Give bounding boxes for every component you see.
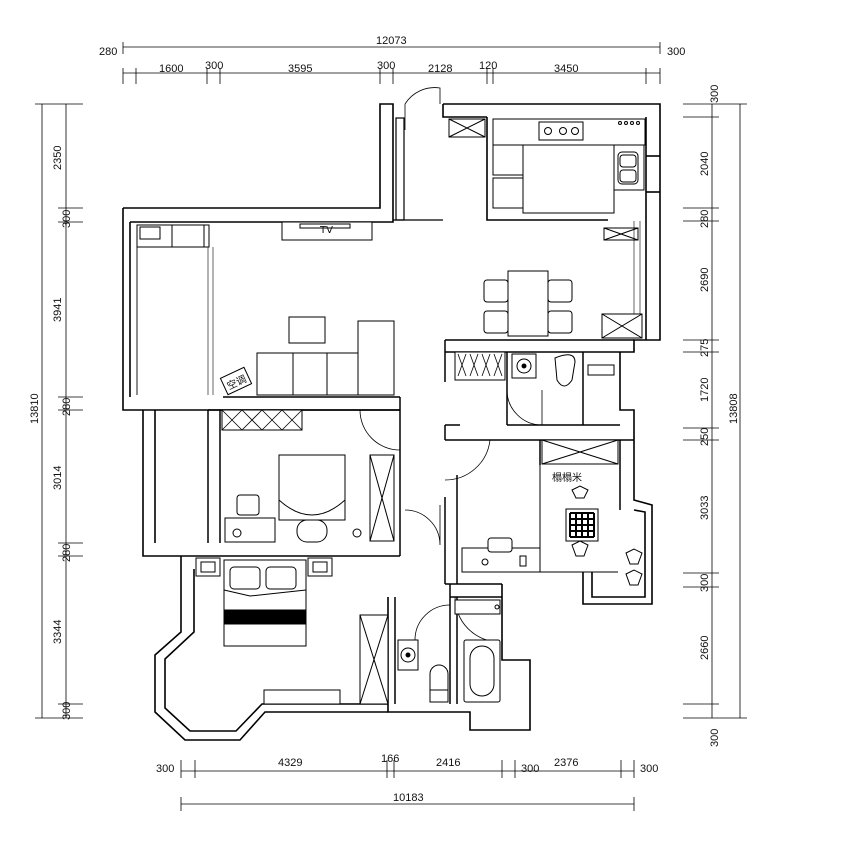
master-bedroom (195, 557, 389, 705)
top-seg-dim: 3450 (554, 63, 578, 75)
sofa (256, 352, 361, 396)
chair-icon (547, 310, 573, 334)
bottom-seg-dim: 300 (640, 763, 658, 775)
entrance-door-icon (404, 87, 441, 105)
left-total-dim: 13810 (29, 393, 41, 424)
bottom-seg-dim: 2376 (554, 757, 578, 769)
right-seg-dim: 2660 (699, 636, 711, 660)
right-seg-dim: 280 (699, 210, 711, 228)
top-total-right-dim: 300 (667, 46, 685, 58)
chair-icon (487, 537, 513, 553)
top-total-dim: 12073 (376, 35, 407, 47)
top-dimension-lines (122, 42, 661, 84)
ac-unit (171, 224, 205, 248)
top-total-left-dim: 280 (99, 46, 117, 58)
top-seg-dim: 300 (377, 60, 395, 72)
tatami-door-icon (444, 439, 491, 481)
left-seg-dim: 3014 (52, 466, 64, 490)
right-seg-dim: 275 (699, 339, 711, 357)
right-seg-dim: 2690 (699, 268, 711, 292)
chair-icon (236, 494, 260, 516)
left-seg-dim: 280 (61, 398, 73, 416)
tatami-room: 榻榻米 (461, 439, 643, 586)
bottom-seg-dim: 300 (521, 763, 539, 775)
bedroom-door-icon (359, 409, 401, 451)
top-seg-dim: 300 (205, 60, 223, 72)
right-seg-dim: 1720 (699, 378, 711, 402)
bottom-dimension-lines (180, 760, 635, 811)
right-seg-dim: 300 (709, 729, 721, 747)
left-seg-dim: 2350 (52, 146, 64, 170)
bathroom-south (397, 599, 501, 703)
chair-icon (547, 279, 573, 303)
cushion-icon (625, 548, 643, 565)
cushion-icon (625, 569, 643, 586)
left-bedroom (219, 409, 395, 543)
tatami-label: 榻榻米 (552, 471, 582, 484)
pillow-icon (265, 566, 297, 590)
hall-door-icon (404, 505, 441, 546)
coffee-table (288, 316, 326, 344)
left-seg-dim: 300 (61, 702, 73, 720)
top-seg-dim: 1600 (159, 63, 183, 75)
bottom-seg-dim: 300 (156, 763, 174, 775)
dining-table (507, 270, 549, 337)
bathroom-north (454, 351, 615, 387)
bed (278, 454, 346, 521)
top-seg-dim: 2128 (428, 63, 452, 75)
ac-icon (219, 366, 253, 396)
right-seg-dim: 300 (709, 85, 721, 103)
tv-label: TV (319, 225, 333, 236)
bottom-total-dim: 10183 (393, 792, 424, 804)
left-dimension-lines (35, 103, 83, 719)
entrance-column (393, 117, 443, 221)
go-board-grid (569, 512, 595, 538)
cushion-icon (571, 540, 589, 557)
chair-icon (483, 310, 509, 334)
right-seg-dim: 250 (699, 428, 711, 446)
bottom-seg-dim: 2416 (436, 757, 460, 769)
left-seg-dim: 280 (61, 544, 73, 562)
toilet-icon (554, 354, 576, 387)
desk (224, 517, 276, 543)
cushion-icon (571, 485, 589, 499)
balcony-west (129, 225, 138, 395)
left-seg-dim: 300 (61, 210, 73, 228)
right-seg-dim: 3033 (699, 496, 711, 520)
left-seg-dim: 3941 (52, 298, 64, 322)
right-dimension-lines (683, 103, 747, 719)
top-seg-dim: 3595 (288, 63, 312, 75)
living-room: TV 空调 (136, 221, 395, 396)
bottom-seg-dim: 166 (381, 753, 399, 765)
bathroom-door-icon (506, 389, 543, 426)
right-seg-dim: 2040 (699, 152, 711, 176)
chair-icon (483, 279, 509, 303)
pillow-icon (229, 566, 261, 590)
kitchen (448, 118, 646, 241)
bottom-seg-dim: 4329 (278, 757, 302, 769)
top-seg-dim: 120 (479, 60, 497, 72)
dining-area (483, 221, 643, 339)
left-seg-dim: 3344 (52, 620, 64, 644)
right-seg-dim: 300 (699, 574, 711, 592)
south-bath-door-icon (414, 604, 451, 641)
right-total-dim: 13808 (728, 393, 740, 424)
